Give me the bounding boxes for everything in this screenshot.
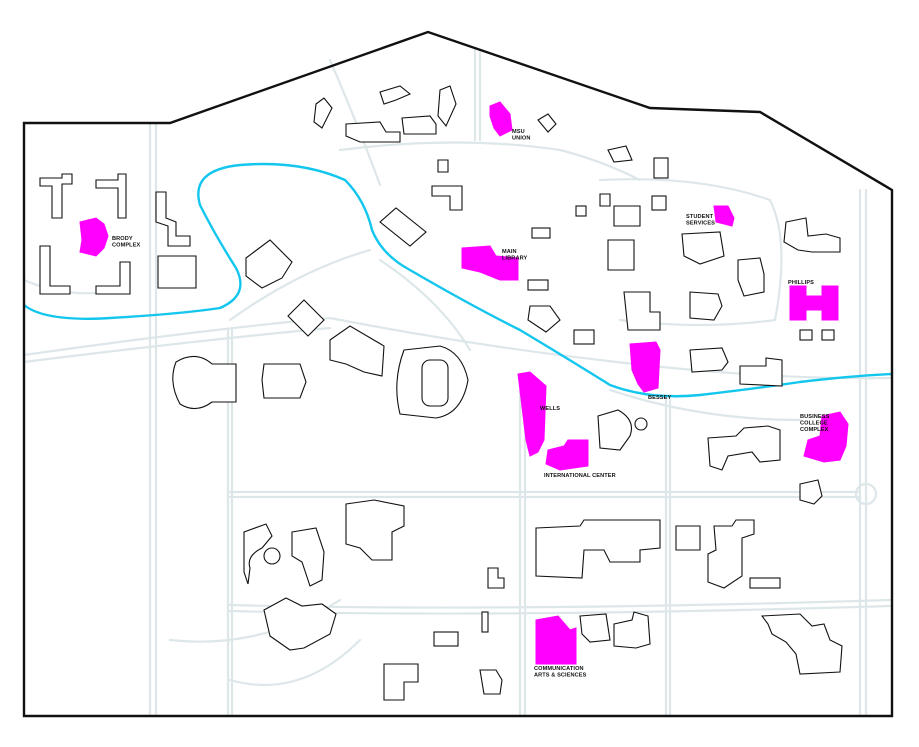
communication-arts-building[interactable]	[535, 615, 577, 665]
business-college-building[interactable]	[803, 411, 849, 463]
label-line: COLLEGE	[800, 421, 828, 427]
phillips-label: PHILLIPS	[788, 280, 814, 286]
label-line: UNION	[512, 136, 531, 142]
label-line: SERVICES	[686, 221, 715, 227]
label-line: PHILLIPS	[788, 280, 814, 286]
label-line: BUSINESS	[800, 414, 830, 420]
label-line: BESSEY	[648, 395, 671, 401]
label-line: MSU	[512, 129, 525, 135]
msu-union-building[interactable]	[489, 101, 513, 137]
label-line: COMPLEX	[800, 427, 829, 433]
bessey-label: BESSEY	[648, 395, 671, 401]
buildings	[39, 85, 843, 701]
campus-boundary	[22, 30, 894, 718]
label-line: STUDENT	[686, 214, 714, 220]
main-library-label: MAIN LIBRARY	[502, 249, 528, 262]
student-services-building[interactable]	[713, 205, 735, 227]
highlighted-buildings	[79, 101, 849, 665]
label-line: MAIN	[502, 249, 517, 255]
label-line: ARTS & SCIENCES	[534, 673, 587, 679]
brody-complex-label: BRODY COMPLEX	[112, 236, 141, 249]
label-line: BRODY	[112, 236, 133, 242]
wells-building[interactable]	[517, 371, 547, 457]
label-line: COMMUNICATION	[534, 666, 584, 672]
label-line: COMPLEX	[112, 243, 141, 249]
bessey-building[interactable]	[629, 341, 661, 393]
map-labels: BRODY COMPLEX MSU UNION MAIN LIBRARY STU…	[112, 129, 831, 679]
brody-complex-building[interactable]	[79, 217, 109, 257]
main-library-building[interactable]	[461, 245, 519, 281]
communication-arts-label: COMMUNICATION ARTS & SCIENCES	[534, 666, 587, 679]
river	[22, 162, 894, 398]
label-line: LIBRARY	[502, 256, 528, 262]
international-center-building[interactable]	[545, 439, 589, 471]
international-center-label: INTERNATIONAL CENTER	[544, 473, 616, 479]
phillips-building[interactable]	[789, 285, 839, 321]
student-services-label: STUDENT SERVICES	[686, 214, 715, 227]
wells-label: WELLS	[540, 406, 560, 412]
label-line: INTERNATIONAL CENTER	[544, 473, 616, 479]
business-college-label: BUSINESS COLLEGE COMPLEX	[800, 414, 831, 433]
label-line: WELLS	[540, 406, 560, 412]
msu-union-label: MSU UNION	[512, 129, 531, 142]
